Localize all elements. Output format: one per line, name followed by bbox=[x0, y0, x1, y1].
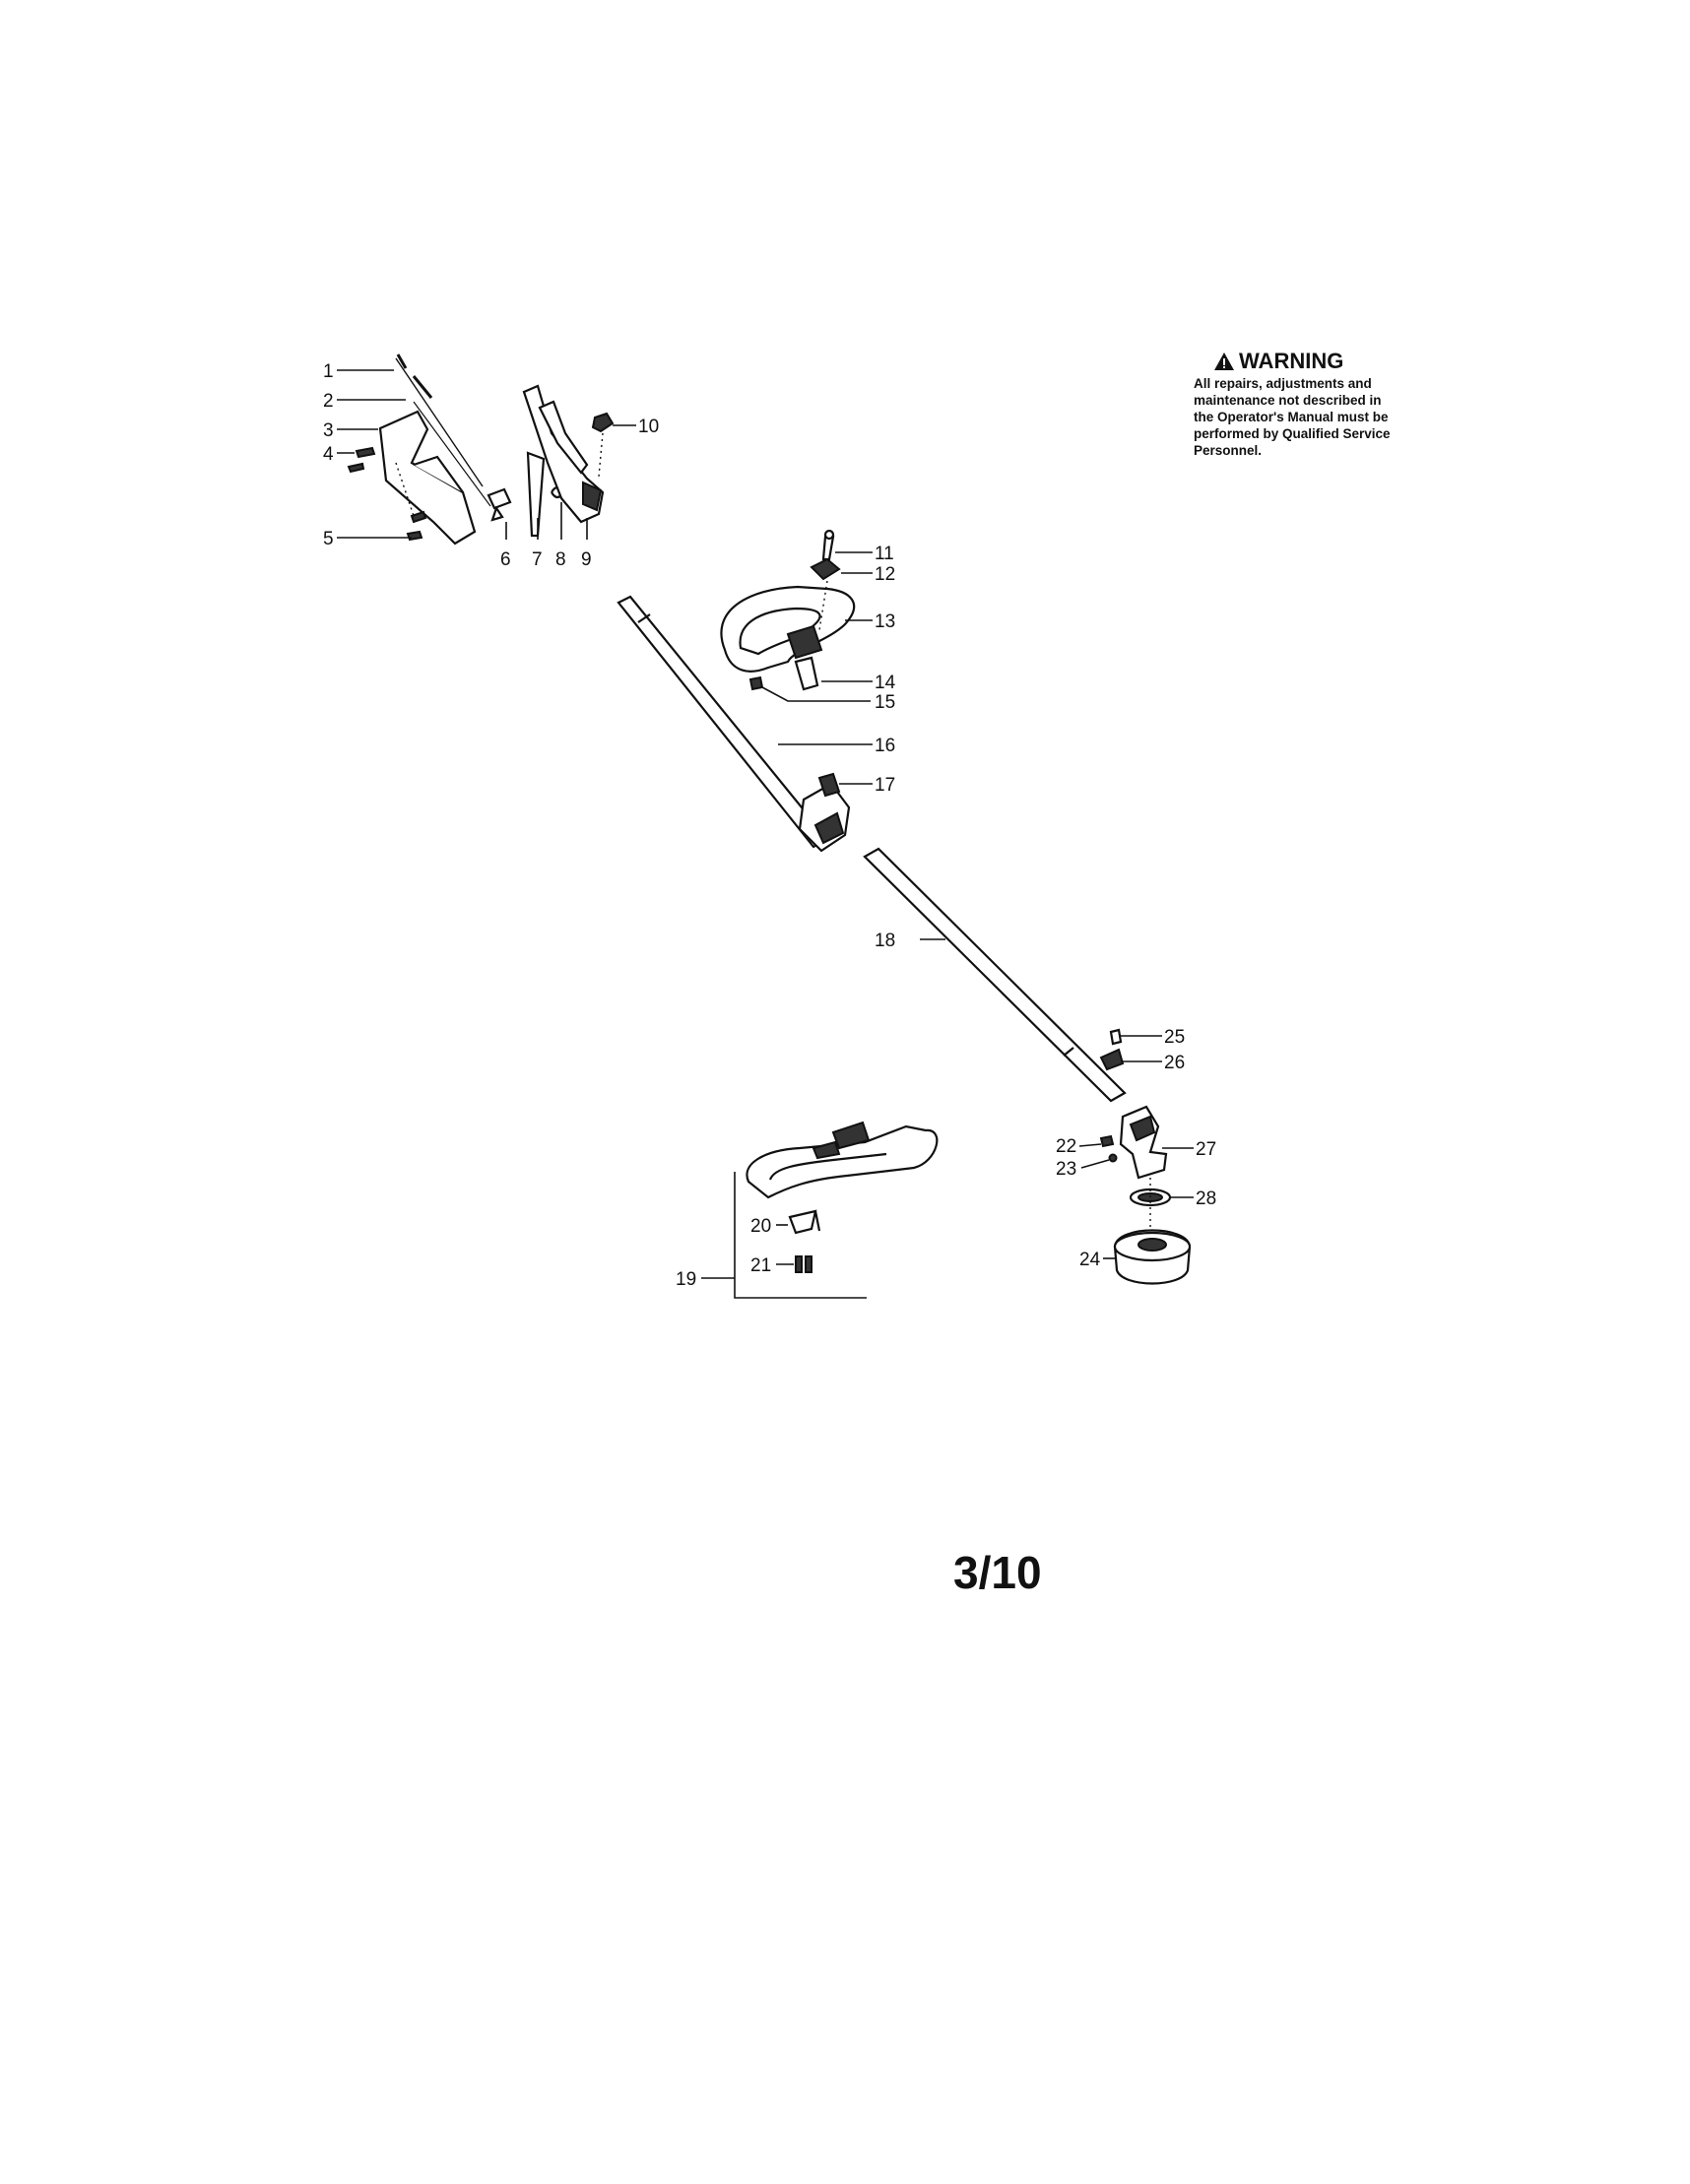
nut-part-10 bbox=[591, 412, 615, 433]
clamp-part-12 bbox=[810, 557, 841, 581]
warning-triangle-icon bbox=[1214, 353, 1234, 370]
screws-part-21 bbox=[795, 1255, 812, 1273]
bracket-part-14 bbox=[794, 656, 819, 691]
throttle-cable-part bbox=[395, 353, 484, 487]
part-label-26: 26 bbox=[1164, 1053, 1185, 1073]
part-label-12: 12 bbox=[875, 564, 895, 585]
part-label-20: 20 bbox=[750, 1216, 771, 1237]
part-label-5: 5 bbox=[323, 529, 334, 549]
part-label-10: 10 bbox=[638, 417, 659, 437]
warning-heading: WARNING bbox=[1213, 349, 1460, 374]
handle-housing-part bbox=[522, 384, 605, 524]
part-label-2: 2 bbox=[323, 391, 334, 412]
part-label-23: 23 bbox=[1056, 1159, 1076, 1180]
part-label-18: 18 bbox=[875, 931, 895, 951]
part-label-22: 22 bbox=[1056, 1136, 1076, 1157]
part-label-21: 21 bbox=[750, 1255, 771, 1276]
part-label-9: 9 bbox=[581, 549, 592, 570]
part-label-6: 6 bbox=[500, 549, 511, 570]
part-label-16: 16 bbox=[875, 736, 895, 756]
part-label-13: 13 bbox=[875, 611, 895, 632]
nut-part-15 bbox=[748, 675, 764, 691]
part-label-17: 17 bbox=[875, 775, 895, 796]
part-label-15: 15 bbox=[875, 692, 895, 713]
part-label-7: 7 bbox=[532, 549, 543, 570]
part-label-8: 8 bbox=[555, 549, 566, 570]
trigger-part bbox=[526, 451, 546, 538]
gear-head-part bbox=[1119, 1105, 1168, 1180]
part-label-11: 11 bbox=[875, 544, 894, 564]
part-label-27: 27 bbox=[1196, 1139, 1216, 1160]
wire-part bbox=[413, 401, 491, 507]
knob-part-17 bbox=[817, 772, 841, 798]
part-label-19: 19 bbox=[676, 1269, 696, 1290]
throttle-lever-part bbox=[487, 487, 512, 522]
clip-part-26 bbox=[1099, 1048, 1125, 1071]
warning-text: All repairs, adjustments and maintenance… bbox=[1194, 376, 1391, 458]
blade-part-20 bbox=[788, 1209, 821, 1235]
lower-shaft-part bbox=[863, 847, 1127, 1103]
assist-handle-part bbox=[720, 585, 856, 673]
warning-notice: WARNING All repairs, adjustments and mai… bbox=[1194, 349, 1460, 459]
screw-part-4 bbox=[347, 446, 376, 474]
page-number: 3/10 bbox=[953, 1547, 1042, 1598]
pin-part-25 bbox=[1109, 1028, 1123, 1046]
part-label-24: 24 bbox=[1079, 1250, 1101, 1270]
screw-part-22 bbox=[1099, 1134, 1115, 1148]
trimmer-spool-part bbox=[1113, 1229, 1192, 1285]
part-label-28: 28 bbox=[1196, 1188, 1216, 1209]
warning-title: WARNING bbox=[1239, 349, 1344, 373]
guard-part bbox=[746, 1121, 939, 1199]
leader-lines bbox=[337, 369, 1194, 1265]
bolt-part-11 bbox=[821, 529, 835, 561]
part-label-1: 1 bbox=[323, 361, 334, 382]
part-label-25: 25 bbox=[1164, 1027, 1185, 1048]
screw-part-5 bbox=[406, 510, 427, 542]
part-label-14: 14 bbox=[875, 673, 896, 693]
part-label-3: 3 bbox=[323, 420, 334, 441]
engine-cover-part bbox=[378, 410, 477, 546]
part-label-4: 4 bbox=[323, 444, 334, 465]
washer-part-23 bbox=[1108, 1153, 1118, 1163]
